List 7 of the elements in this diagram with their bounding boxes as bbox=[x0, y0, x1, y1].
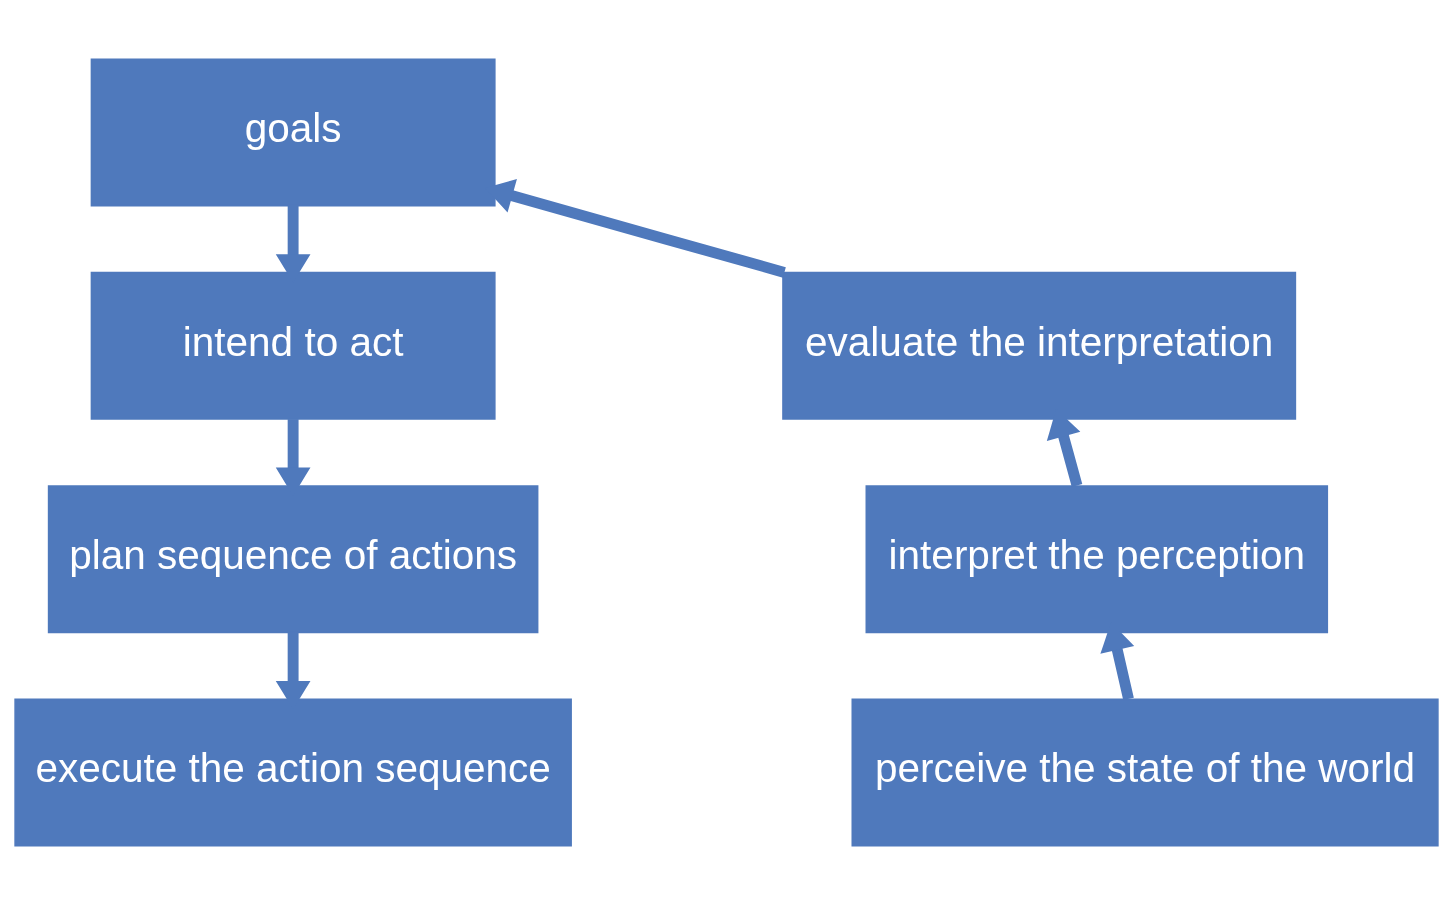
node-box: interpret the perception bbox=[865, 484, 1329, 633]
node-box: intend to act bbox=[90, 271, 496, 420]
node-box: perceive the state of the world bbox=[851, 698, 1439, 847]
node-box: goals bbox=[90, 57, 496, 206]
node-box: plan sequence of actions bbox=[47, 484, 539, 633]
node-box: evaluate the interpretation bbox=[782, 271, 1297, 420]
node-box: execute the action sequence bbox=[14, 698, 572, 847]
